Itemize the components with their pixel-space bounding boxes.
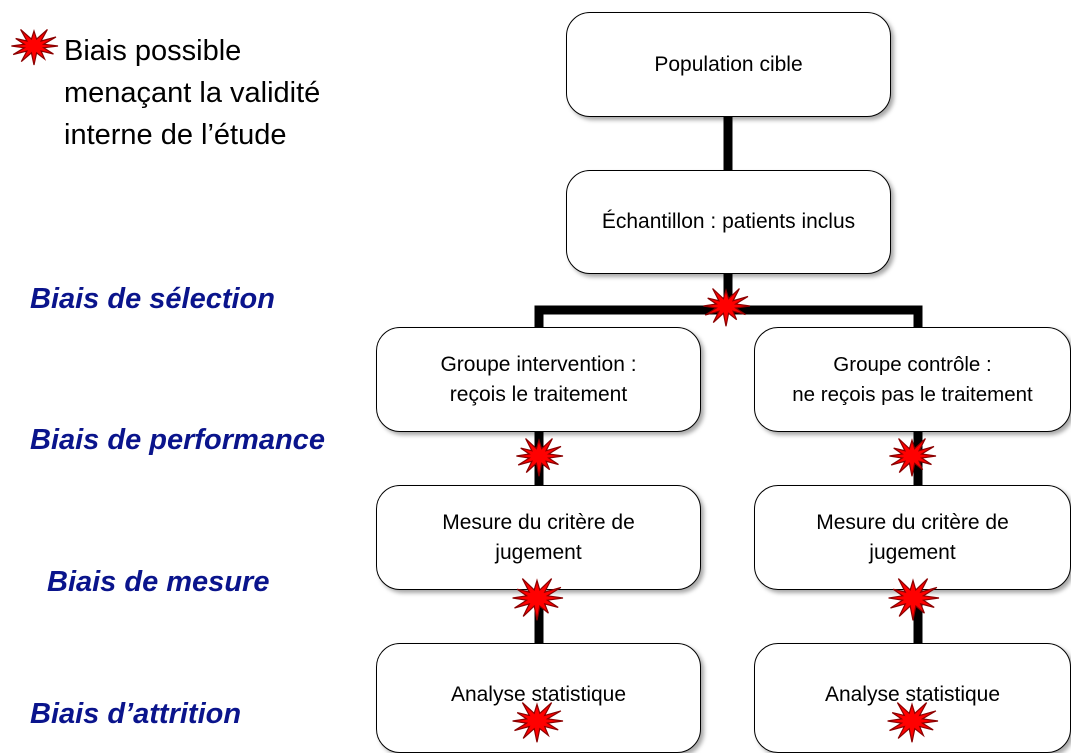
legend: Biais possible menaçant la validité inte… bbox=[64, 30, 320, 156]
bias-label-performance: Biais de performance bbox=[30, 424, 325, 456]
measure-burst-icon-left bbox=[512, 578, 564, 621]
node-label: jugement bbox=[869, 540, 956, 564]
legend-burst-icon bbox=[11, 29, 59, 66]
node-population-cible: Population cible bbox=[566, 12, 891, 117]
node-echantillon: Échantillon : patients inclus bbox=[566, 170, 891, 274]
bias-label-attrition: Biais d’attrition bbox=[30, 698, 242, 730]
bias-label-selection: Biais de sélection bbox=[30, 283, 275, 315]
node-label: Mesure du critère de bbox=[442, 510, 635, 534]
legend-line: menaçant la validité bbox=[64, 77, 321, 109]
node-label: Groupe intervention : bbox=[440, 352, 637, 376]
attrition-burst-icon-left bbox=[512, 702, 564, 743]
node-mesure-intervention: Mesure du critère de jugement bbox=[376, 485, 701, 590]
node-label: jugement bbox=[495, 540, 582, 564]
node-label: Analyse statistique bbox=[450, 683, 627, 706]
attrition-burst-icon-right bbox=[887, 702, 939, 743]
selection-burst-icon bbox=[703, 288, 751, 327]
node-groupe-controle: Groupe contrôle : ne reçois pas le trait… bbox=[754, 327, 1071, 432]
node-label: Analyse statistique bbox=[824, 683, 1001, 706]
node-mesure-controle: Mesure du critère de jugement bbox=[754, 485, 1071, 590]
bias-label-measure: Biais de mesure bbox=[47, 566, 270, 598]
node-groupe-intervention: Groupe intervention : reçois le traiteme… bbox=[376, 327, 701, 432]
node-label: Population cible bbox=[654, 52, 803, 76]
node-label: Mesure du critère de bbox=[816, 510, 1009, 534]
node-label: reçois le traitement bbox=[449, 382, 628, 406]
performance-burst-icon-right bbox=[889, 438, 937, 477]
node-label: Groupe contrôle : bbox=[833, 352, 992, 376]
node-label: ne reçois pas le traitement bbox=[792, 382, 1033, 406]
measure-burst-icon-right bbox=[888, 578, 940, 621]
node-label: Échantillon : patients inclus bbox=[601, 210, 856, 233]
legend-line: Biais possible bbox=[64, 35, 242, 67]
legend-line: interne de l’étude bbox=[64, 119, 287, 151]
performance-burst-icon-left bbox=[516, 438, 564, 477]
